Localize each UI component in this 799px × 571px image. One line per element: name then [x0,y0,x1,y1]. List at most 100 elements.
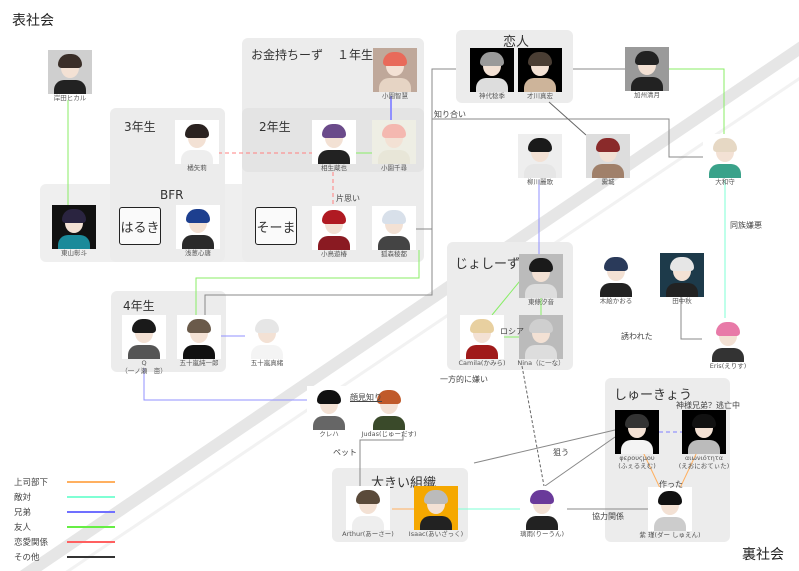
character-komori: 狐森稜都 [372,206,416,258]
avatar [307,386,351,430]
group-label-lovers: 恋人 [503,35,530,50]
group-label-year3: 3年生 [124,120,156,134]
label-made: 作った [659,480,683,489]
character-name: 紫 瑾(ダー しゅえん) [639,531,701,539]
legend-swatch [67,510,115,513]
group-label-religion: しゅーきょう [614,388,693,403]
line-other [416,68,456,230]
region-label-underground: 裏社会 [742,547,784,563]
character-judas: Judas(じゅーだす) [361,386,417,438]
label-cooperation: 協力関係 [592,512,624,521]
legend-item-friend: 友人 [14,519,115,534]
legend-swatch [67,495,115,498]
character-reading: (ふぇるえむ) [618,462,656,470]
character-eris: Eris(えりす) [706,318,750,370]
character-name: 木絵かおる [599,297,633,305]
avatar [372,120,416,164]
avatar [648,487,692,531]
character-name: 五十嵐純一郎 [179,359,219,367]
line-sibling [143,368,307,401]
character-arthur: Arthur(あーさー) [342,486,394,538]
character-name: 霙城 [601,178,615,186]
character-name: Nina（に一な） [517,359,565,367]
character-name: 橘矢莉 [187,164,207,172]
character-yamato: 大和守 [703,134,747,186]
character-name: 才川真宏 [527,92,553,100]
character-nina: Nina（に一な） [517,315,565,367]
character-name: 狐森稜都 [381,250,407,258]
label-acquaintance: 知り合い [434,110,466,119]
character-name: 田中秋 [672,297,692,305]
line-other [544,436,616,487]
legend-item-enemy: 敵対 [14,489,115,504]
character-name: Judas(じゅーだす) [361,430,417,438]
character-name: 大和守 [715,178,735,186]
label-same-kind-hate: 同族嫌悪 [730,221,762,230]
line-other [432,118,703,158]
character-name: αιωνιότητα [685,454,723,462]
line-other [204,229,433,315]
character-name: Isaac(あいざっく) [408,530,464,538]
label-invited: 誘われた [621,332,653,341]
character-name: 岸田ヒカル [53,94,87,102]
character-yanagawa: 柳川麗歌 [518,134,562,186]
avatar [414,486,458,530]
character-name: 柳川麗歌 [527,178,553,186]
character-name: クレハ [319,430,339,438]
character-name: 東條汐音 [528,298,554,306]
group-label-girls: じょしーず [455,257,521,272]
avatar [460,315,504,359]
character-name: φερουςμου [619,454,655,462]
avatar [615,410,659,454]
legend-swatch [67,540,115,543]
avatar [373,48,417,92]
line-friend [195,250,420,315]
region-label-surface: 表社会 [12,13,54,29]
character-kozono_ch: 小園千尋 [372,120,416,172]
line-other [521,365,545,487]
character-saikawa: 才川真宏 [518,48,562,100]
character-tojo: 東條汐音 [519,254,563,306]
avatar [367,386,411,430]
legend: 上司部下 敵対 兄弟 友人 恋愛関係 その他 [14,474,115,564]
character-name: 東山彰斗 [61,249,87,257]
avatar [660,253,704,297]
line-boss [679,451,698,489]
avatar [518,48,562,92]
group-label-year1: １年生 [337,48,374,62]
character-name: Camila(かみら) [458,359,506,367]
avatar [518,134,562,178]
character-name: Eris(えりす) [709,362,747,370]
character-name: 加州清月 [634,91,660,99]
legend-item-other: その他 [14,549,115,564]
character-name: 小園智慧 [382,92,408,100]
character-shi: 紫 瑾(ダー しゅえん) [639,487,701,539]
character-name: 璃雨(りーうん) [519,530,565,538]
character-kamishiro: 神代稔季 [470,48,514,100]
sign-haruki: はるき [119,207,161,245]
character-isaac: Isaac(あいざっく) [409,486,463,538]
character-igarashi_j: 五十嵐純一郎 [177,315,221,367]
character-kozono_c: 小園智慧 [373,48,417,100]
avatar [312,206,356,250]
legend-item-boss: 上司部下 [14,474,115,489]
avatar [470,48,514,92]
avatar [245,315,289,359]
character-kashu: 加州清月 [625,47,669,99]
line-other [680,297,702,340]
character-name: Arthur(あーさー) [342,530,394,538]
group-label-year4: 4年生 [123,299,155,313]
avatar [519,254,563,298]
character-reading: (えおにおてぃた) [678,462,730,470]
avatar [122,315,166,359]
character-tachibana: 橘矢莉 [175,120,219,172]
character-kureha: クレハ [307,386,351,438]
avatar [682,410,726,454]
sign-soma: そーま [255,207,297,245]
character-higashiyama: 東山彰斗 [52,205,96,257]
legend-item-sibling: 兄弟 [14,504,115,519]
character-q: Q （一ノ瀬 亩） [121,315,167,375]
legend-swatch [67,480,115,483]
avatar [48,50,92,94]
avatar [312,120,356,164]
